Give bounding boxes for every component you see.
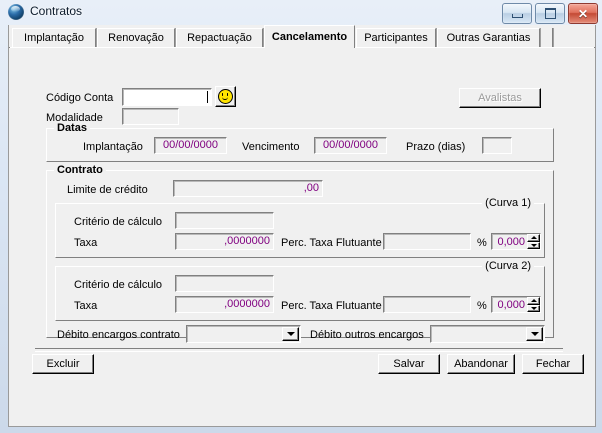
- curva2-perc-taxa-flutuante-input[interactable]: [383, 296, 471, 313]
- maximize-button[interactable]: [535, 3, 565, 24]
- modalidade-input: [122, 108, 179, 125]
- close-button[interactable]: ✕: [568, 3, 598, 24]
- datas-groupbox: Datas Implantação 00/00/0000 Vencimento …: [46, 122, 554, 162]
- debito-encargos-contrato-label: Débito encargos contrato: [57, 329, 180, 341]
- curva2-percent-value: 0,000: [497, 298, 525, 311]
- implantacao-value: 00/00/0000: [162, 140, 219, 151]
- cancelamento-panel: Código Conta Avalistas Modalidade Datas: [10, 47, 594, 425]
- excluir-button[interactable]: Excluir: [32, 354, 94, 374]
- tab-participantes[interactable]: Participantes: [356, 28, 436, 47]
- spinner-down-icon[interactable]: [527, 241, 540, 249]
- curva1-groupbox: (Curva 1) Critério de cálculo Taxa ,0000…: [55, 197, 545, 258]
- tab-label: Renovação: [108, 32, 164, 44]
- minimize-icon: [503, 4, 531, 23]
- vencimento-date-input[interactable]: 00/00/0000: [314, 137, 387, 154]
- avalistas-label: Avalistas: [478, 92, 522, 104]
- spinner-up-icon[interactable]: [527, 297, 540, 305]
- debito-outros-encargos-select[interactable]: [430, 325, 545, 343]
- implantacao-label: Implantação: [83, 141, 143, 153]
- curva1-criterio-input: [175, 212, 274, 229]
- tab-label: Repactuação: [187, 32, 252, 44]
- curva1-taxa-value: ,0000000: [224, 236, 270, 247]
- smiley-button[interactable]: [215, 86, 236, 107]
- implantacao-date-input[interactable]: 00/00/0000: [154, 137, 227, 154]
- fechar-label: Fechar: [535, 358, 571, 370]
- smiley-icon: [218, 89, 233, 104]
- tab-label: Implantação: [24, 32, 84, 44]
- window-controls: ✕: [502, 3, 598, 24]
- curva1-percent-value: 0,000: [497, 235, 525, 248]
- contrato-groupbox: Contrato Limite de crédito ,00 (Curva 1)…: [46, 164, 554, 343]
- tab-strip: Implantação Renovação Repactuação Cancel…: [9, 25, 595, 48]
- curva2-taxa-label: Taxa: [74, 300, 98, 312]
- debito-outros-encargos-label: Débito outros encargos: [310, 329, 424, 341]
- spinner-up-icon[interactable]: [527, 234, 540, 242]
- curva1-taxa-input[interactable]: ,0000000: [175, 233, 274, 250]
- codigo-conta-input[interactable]: [122, 88, 212, 106]
- curva2-percent-spinner[interactable]: 0,000: [491, 296, 541, 313]
- close-icon: ✕: [577, 6, 589, 21]
- curva1-title: (Curva 1): [482, 197, 534, 209]
- contrato-group-title: Contrato: [54, 164, 106, 176]
- vencimento-value: 00/00/0000: [322, 140, 379, 151]
- limite-credito-value: ,00: [303, 183, 319, 194]
- chevron-down-icon[interactable]: [282, 327, 299, 341]
- curva1-spinner-buttons[interactable]: [527, 234, 540, 249]
- chevron-down-icon[interactable]: [526, 327, 543, 341]
- curva1-percent-spinner[interactable]: 0,000: [491, 233, 541, 250]
- tab-label: Participantes: [364, 32, 428, 44]
- limite-credito-input[interactable]: ,00: [173, 180, 323, 197]
- tab-implantacao[interactable]: Implantação: [12, 28, 96, 47]
- excluir-label: Excluir: [46, 358, 80, 370]
- debito-encargos-contrato-select[interactable]: [186, 325, 301, 343]
- client-area: Implantação Renovação Repactuação Cancel…: [8, 25, 596, 427]
- codigo-conta-label: Código Conta: [46, 92, 114, 104]
- curva1-criterio-label: Critério de cálculo: [74, 216, 163, 228]
- curva2-percent-symbol: %: [477, 300, 487, 312]
- tab-cancelamento[interactable]: Cancelamento: [264, 25, 355, 48]
- salvar-button[interactable]: Salvar: [378, 354, 440, 374]
- salvar-label: Salvar: [393, 358, 425, 370]
- spinner-down-icon[interactable]: [527, 304, 540, 312]
- curva2-groupbox: (Curva 2) Critério de cálculo Taxa ,0000…: [55, 260, 545, 321]
- vencimento-label: Vencimento: [242, 141, 300, 153]
- tab-outras-garantias[interactable]: Outras Garantias: [437, 28, 540, 47]
- curva2-criterio-input: [175, 275, 274, 292]
- abandonar-label: Abandonar: [454, 358, 508, 370]
- limite-credito-label: Limite de crédito: [67, 184, 148, 196]
- curva1-taxa-label: Taxa: [74, 237, 98, 249]
- curva1-perc-taxa-flutuante-input[interactable]: [383, 233, 471, 250]
- sphere-icon: [8, 4, 24, 20]
- title-bar[interactable]: Contratos ✕: [0, 0, 602, 25]
- avalistas-button[interactable]: Avalistas: [459, 88, 541, 108]
- curva1-perc-taxa-flutuante-label: Perc. Taxa Flutuante: [281, 237, 382, 249]
- tab-label: Outras Garantias: [446, 32, 531, 44]
- prazo-label: Prazo (dias): [406, 141, 466, 153]
- tab-renovacao[interactable]: Renovação: [97, 28, 175, 47]
- datas-group-title: Datas: [54, 122, 90, 134]
- button-row-separator: [35, 348, 563, 352]
- curva1-percent-symbol: %: [477, 237, 487, 249]
- abandonar-button[interactable]: Abandonar: [447, 354, 515, 374]
- curva2-spinner-buttons[interactable]: [527, 297, 540, 312]
- fechar-button[interactable]: Fechar: [522, 354, 584, 374]
- modalidade-label: Modalidade: [46, 112, 103, 124]
- text-caret: [207, 91, 208, 103]
- curva2-taxa-value: ,0000000: [224, 299, 270, 310]
- tab-repactuacao[interactable]: Repactuação: [176, 28, 263, 47]
- curva2-title: (Curva 2): [482, 260, 534, 272]
- tab-strip-filler: [541, 28, 553, 47]
- tab-label: Cancelamento: [271, 31, 348, 43]
- maximize-icon: [536, 4, 564, 23]
- prazo-input: [482, 137, 512, 154]
- window-title: Contratos: [30, 4, 83, 18]
- curva2-perc-taxa-flutuante-label: Perc. Taxa Flutuante: [281, 300, 382, 312]
- curva2-taxa-input[interactable]: ,0000000: [175, 296, 274, 313]
- minimize-button[interactable]: [502, 3, 532, 24]
- curva2-criterio-label: Critério de cálculo: [74, 279, 163, 291]
